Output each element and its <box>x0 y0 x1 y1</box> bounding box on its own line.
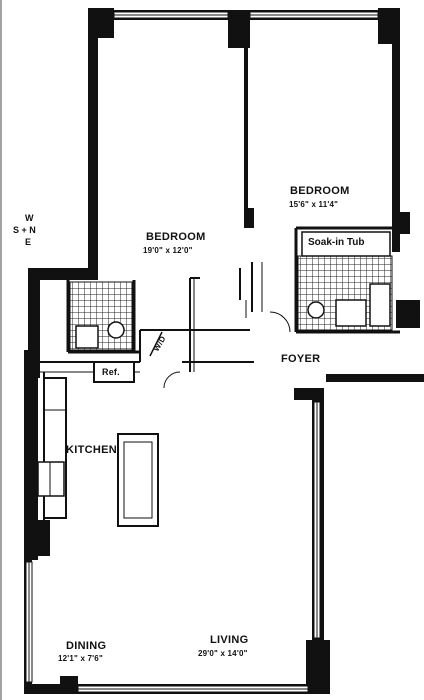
bedroom-2-dimensions: 15'6" x 11'4" <box>289 200 339 209</box>
bedroom-1-dimensions: 19'0" x 12'0" <box>143 246 193 255</box>
interior-walls <box>40 46 400 520</box>
kitchen-counters <box>37 377 159 527</box>
soak-tub-label: Soak-in Tub <box>308 237 365 248</box>
bedroom-2-label: BEDROOM <box>290 185 350 197</box>
refrigerator-label: Ref. <box>102 367 120 377</box>
bedroom-1-label: BEDROOM <box>146 231 206 243</box>
compass-east: E <box>25 237 32 247</box>
door-swings <box>163 311 291 389</box>
foyer-label: FOYER <box>281 353 321 365</box>
bath-1-fixtures <box>75 321 125 349</box>
living-dimensions: 29'0" x 14'0" <box>198 649 248 658</box>
tub-icon <box>301 231 391 257</box>
refrigerator-box <box>93 361 135 383</box>
living-label: LIVING <box>210 634 249 646</box>
windows <box>25 11 379 693</box>
compass-south-north: S + N <box>13 225 36 235</box>
kitchen-label: KITCHEN <box>66 444 117 456</box>
toilet-icon <box>307 301 325 319</box>
bath-2-fixtures <box>301 231 391 327</box>
compass-west: W <box>25 213 34 223</box>
dining-label: DINING <box>66 640 107 652</box>
toilet-icon <box>107 321 125 339</box>
dining-dimensions: 12'1" x 7'6" <box>58 654 103 663</box>
washer-dryer-mark <box>149 331 163 357</box>
